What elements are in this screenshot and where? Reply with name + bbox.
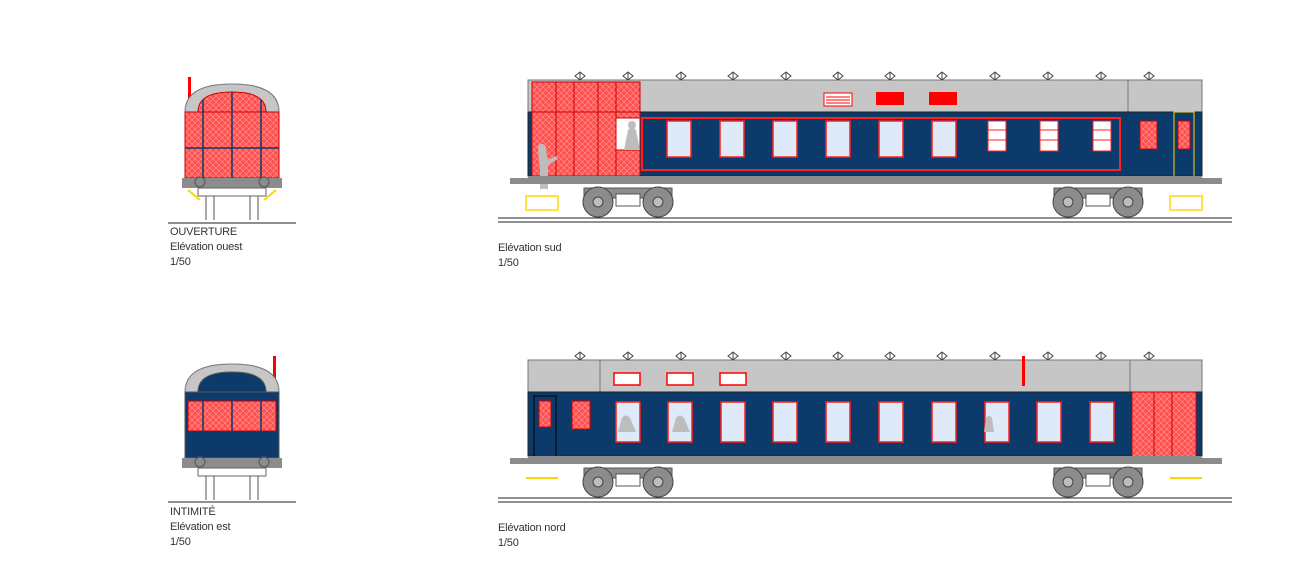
door-window [538,400,552,428]
window [878,401,904,443]
bogie [197,467,267,477]
bogies [582,466,1144,498]
wheel-hub [592,196,604,208]
open-vestibule [1131,391,1197,461]
view-label: Elévation nord [498,522,566,534]
roof-grille-slats [826,96,850,104]
window [825,120,851,158]
window [1089,401,1115,443]
ladders [987,120,1112,152]
door-frame [185,92,279,178]
axle-box [1085,193,1111,207]
wheel-hub [1122,476,1134,488]
bogie-legs [205,476,259,500]
buffer-right [258,176,270,188]
view-label: Elévation est [170,521,231,533]
view-scale: 1/50 [498,537,519,549]
underframe [528,176,1202,184]
window [931,401,957,443]
west-elevation [168,77,296,224]
step-left [187,189,201,201]
step-left [525,195,559,211]
view-label: Elévation ouest [170,241,243,253]
person-figure [618,415,636,432]
south-elevation [498,71,1232,223]
window [1036,401,1062,443]
buffer-left [194,456,206,468]
view-scale: 1/50 [170,536,191,548]
underframe [182,458,282,468]
window [878,120,904,158]
vestibule-window [1139,120,1158,150]
roof-skylight [666,372,694,386]
step-right [263,189,277,201]
north-elevation [498,351,1232,503]
step-right [1169,195,1203,211]
person-figure [672,415,690,432]
wheel-hub [1122,196,1134,208]
caption-north: Elévation nord 1/50 [498,521,566,551]
bogie [197,187,267,197]
ladder-rungs [988,129,1111,141]
view-scale: 1/50 [498,257,519,269]
roof-skylight [719,372,747,386]
closed-end-top [197,371,267,393]
buffer-left [194,176,206,188]
wheel-hub [1062,476,1074,488]
window [719,120,745,158]
window [720,401,746,443]
window [666,120,692,158]
wheel-hub [652,196,664,208]
person-head [628,121,636,129]
window [772,401,798,443]
chimney-pipe [273,356,276,388]
axle-box [615,473,641,487]
buffer-right [1200,178,1222,184]
side-windows [615,401,1115,443]
wheel-hub [592,476,604,488]
extension-frame [641,117,1121,171]
roof-vents [574,71,1155,81]
person-head [538,144,546,152]
caption-east: INTIMITÉ Elévation est 1/50 [170,505,231,550]
person-figure [624,127,640,150]
person-figure [984,416,994,432]
side-windows [666,120,957,158]
chimney-pipe [1022,356,1025,386]
end-window-mullions [202,401,262,431]
underframe [528,456,1202,464]
vestibule-window [571,400,591,430]
view-label: Elévation sud [498,242,562,254]
buffer-left [510,458,530,464]
roof-skylight [613,372,641,386]
window [825,401,851,443]
axle-box [615,193,641,207]
roof-vents [574,351,1155,361]
roof-panel-red [876,92,904,105]
window [931,120,957,158]
door-window [1177,120,1191,150]
wheel-hub [652,476,664,488]
view-scale: 1/50 [170,256,191,268]
buffer-right [258,456,270,468]
roof-panel-red [929,92,957,105]
view-title: INTIMITÉ [170,506,216,518]
east-elevation [168,356,296,503]
buffer-right [1200,458,1222,464]
caption-west: OUVERTURE Elévation ouest 1/50 [170,225,242,270]
underframe [182,178,282,188]
view-title: OUVERTURE [170,226,238,238]
terrace-roof-panel [531,81,641,113]
bogie-legs [205,196,259,220]
chimney-pipe [188,77,191,109]
caption-south: Elévation sud 1/50 [498,241,562,271]
window [772,120,798,158]
buffer-left [510,178,530,184]
bogies [582,186,1144,218]
wheel-hub [1062,196,1074,208]
axle-box [1085,473,1111,487]
